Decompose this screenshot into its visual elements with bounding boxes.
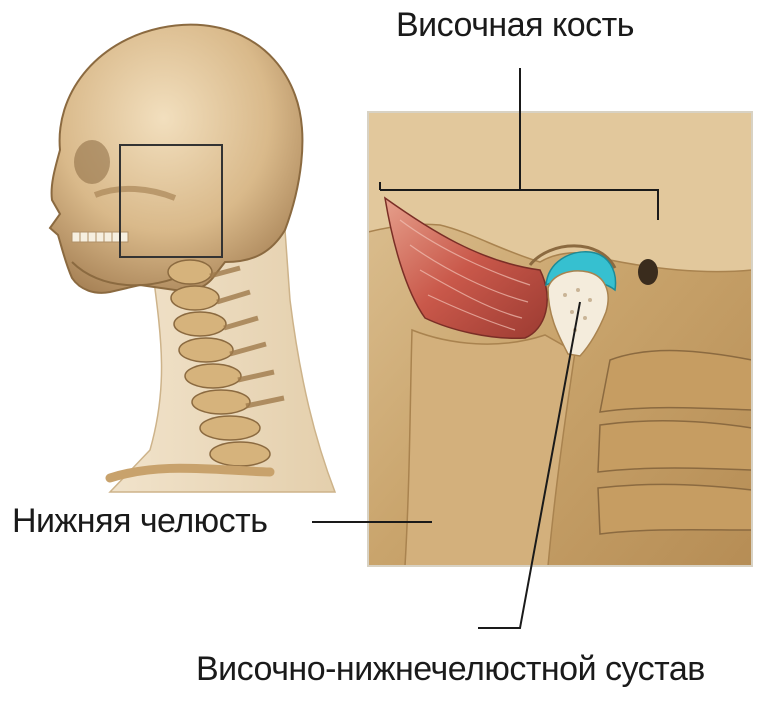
tmj-label: Височно-нижнечелюстной сустав <box>196 650 705 689</box>
mandible-label: Нижняя челюсть <box>12 502 267 541</box>
head-illustration <box>50 25 335 492</box>
temporal-bone-label: Височная кость <box>396 6 634 45</box>
mandible-ramus <box>405 330 575 566</box>
panel-vertebrae <box>598 351 752 534</box>
joint-detail-panel <box>368 112 752 566</box>
eye-socket <box>74 140 110 184</box>
ear-canal <box>638 259 658 285</box>
